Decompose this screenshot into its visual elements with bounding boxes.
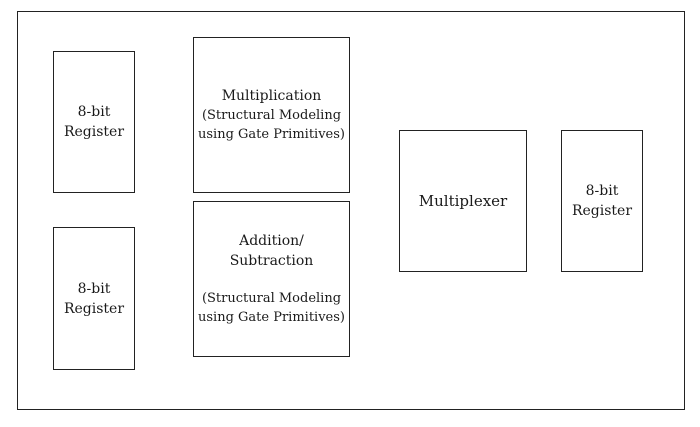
register-label-line1: 8-bit [77, 280, 111, 297]
register-block-top-left: 8-bit Register [53, 51, 135, 193]
multiplication-block: Multiplication (Structural Modeling usin… [193, 37, 350, 193]
addition-subtraction-block: Addition/ Subtraction (Structural Modeli… [193, 201, 350, 357]
multiplexer-block: Multiplexer [399, 130, 527, 272]
addition-subtitle-line1: (Structural Modeling [201, 291, 342, 306]
multiplexer-title: Multiplexer [418, 192, 508, 210]
addition-title-line1: Addition/ [239, 233, 304, 249]
system-boundary [17, 11, 685, 410]
register-label-line1: 8-bit [77, 104, 111, 120]
register-label-line2: Register [63, 300, 125, 317]
register-block-right: 8-bit Register [561, 130, 643, 272]
register-block-bottom-left: 8-bit Register [53, 227, 135, 370]
multiplication-title: Multiplication [221, 88, 322, 104]
multiplication-subtitle-line1: (Structural Modeling [201, 108, 342, 123]
register-label-line2: Register [63, 124, 125, 140]
addition-title-line2: Subtraction [229, 253, 314, 269]
register-label-line2: Register [571, 203, 633, 219]
register-label-line1: 8-bit [585, 183, 619, 199]
multiplication-subtitle-line2: using Gate Primitives) [198, 127, 345, 142]
addition-subtitle-line2: using Gate Primitives) [198, 310, 345, 325]
